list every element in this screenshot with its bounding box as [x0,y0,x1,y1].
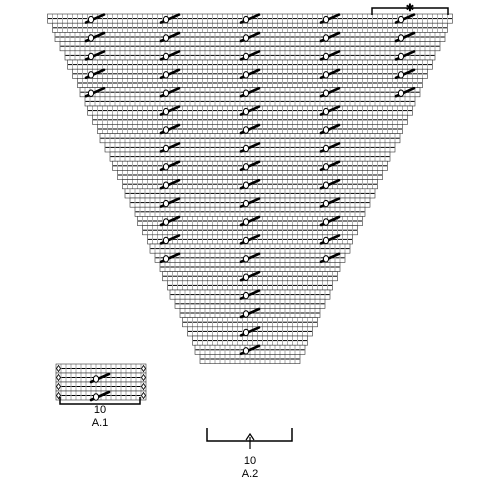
chart-row [124,188,376,199]
repeat-bracket-top [371,7,449,15]
a2-stitch-count: 10 [243,455,257,467]
cable-icon [239,105,261,116]
cable-icon [319,68,341,80]
edge-diamond-icon [56,373,61,382]
chart-row [192,335,308,346]
cable-icon [159,68,181,80]
cable-icon [239,234,261,245]
chart-row [109,151,391,162]
cable-icon [319,160,341,172]
a1-chart-name: A.1 [91,417,109,429]
chart-row [142,225,358,236]
cable-icon [394,86,416,98]
edge-diamond-icon [56,364,61,373]
cable-icon [159,252,181,264]
chart-row [167,280,333,291]
cable-icon [84,31,106,43]
chart-row [117,170,383,180]
cable-icon [84,50,106,61]
edge-diamond-icon [56,382,61,391]
cable-icon [159,234,181,245]
cable-icon [394,13,416,24]
cable-icon [239,252,261,264]
cable-icon [319,31,341,43]
cable-icon [239,215,261,227]
cable-icon [159,13,181,24]
cable-icon [394,31,416,43]
cable-icon [319,234,341,245]
edge-diamond-icon [141,382,146,391]
cable-icon [239,270,261,282]
cable-icon [239,123,261,135]
cable-icon [159,215,181,227]
chart-row [174,298,326,309]
cable-icon [319,105,341,116]
cable-icon [239,31,261,43]
cable-icon [319,178,341,190]
cable-icon [239,197,261,208]
cable-icon [319,86,341,98]
chart-row [199,354,301,364]
cable-icon [239,326,261,337]
chart-row [84,96,416,107]
cable-icon [159,197,181,208]
edge-diamond-icon [141,364,146,373]
cable-icon [159,86,181,98]
cable-icon [239,142,261,153]
edge-diamond-icon [141,391,146,400]
arrow-head-icon [245,432,255,441]
chart-row [159,262,341,272]
cable-icon [84,68,106,80]
cable-icon [394,50,416,61]
cable-icon [84,13,106,24]
triangle-chart-a2 [47,13,453,364]
cable-icon [319,252,341,264]
a1-bracket [59,397,141,405]
chart-row [52,22,448,33]
cable-icon [239,13,261,24]
cable-icon [319,197,341,208]
cable-icon [239,68,261,80]
cable-icon [89,390,111,402]
cable-icon [239,289,261,300]
chart-row [182,317,318,328]
cable-icon [159,160,181,172]
chart-row [149,243,351,254]
cable-icon [159,123,181,135]
cable-icon [319,142,341,153]
cable-icon [159,178,181,190]
cable-icon [319,123,341,135]
chart-row [134,206,366,217]
chart-row [92,114,408,125]
chart-row [67,59,433,70]
repeat-brackets [59,7,449,449]
a1-stitch-count: 10 [93,404,107,416]
chart-row [59,41,441,52]
cable-icon [239,178,261,190]
a2-chart-name: A.2 [241,468,259,480]
repeat-asterisk-icon: ✱ [405,3,415,14]
cable-icon [159,142,181,153]
cable-icon [394,68,416,80]
cable-icon [239,50,261,61]
chart-row [77,78,423,88]
cable-icon [239,344,261,356]
sample-row [55,381,147,392]
cable-icon [89,372,111,384]
cable-icon [239,160,261,172]
cable-icon [319,215,341,227]
cable-icon [159,31,181,43]
cable-icon [239,86,261,98]
sample-chart-a1 [55,363,147,402]
cable-icon [239,307,261,319]
cable-icon [159,50,181,61]
edge-diamond-icon [141,373,146,382]
cable-icon [84,86,106,98]
chart-row [99,133,401,144]
cable-icon [319,50,341,61]
sample-row [55,363,147,374]
cable-icon [159,105,181,116]
cable-icon [319,13,341,24]
